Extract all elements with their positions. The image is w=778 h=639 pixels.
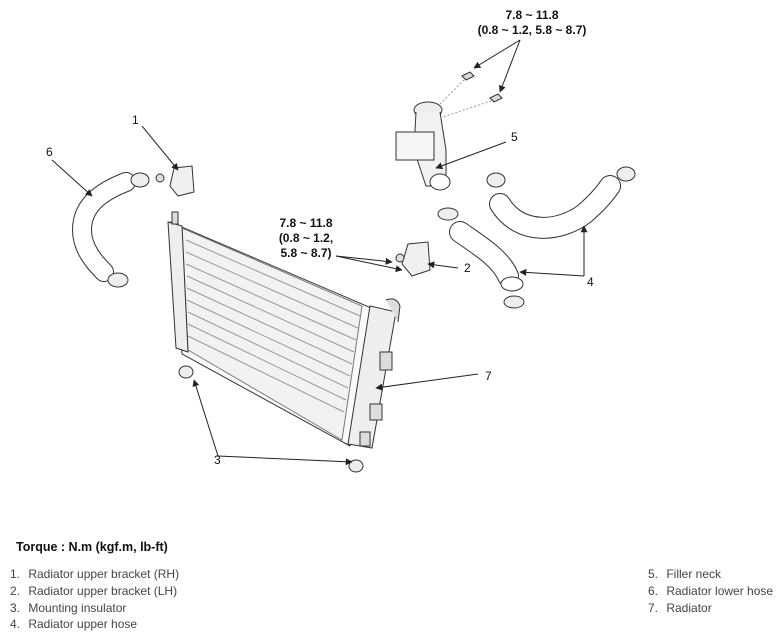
legend-number: 1. [10, 567, 21, 581]
torque-value-alt-units: (0.8 ~ 1.2, [278, 231, 334, 245]
radiator-assembly-drawing [51, 39, 636, 473]
torque-value: 7.8 ~ 11.8 [505, 8, 559, 22]
callout-3: 3 [214, 453, 221, 467]
radiator-lower-hose [71, 172, 150, 288]
radiator-upper-bracket-lh [395, 241, 431, 277]
callout-6: 6 [46, 145, 53, 159]
legend-number: 6. [648, 583, 659, 598]
callout-5: 5 [511, 130, 518, 144]
radiator-upper-bracket-rh [155, 165, 195, 197]
radiator-upper-hose [437, 166, 636, 309]
callout-2: 2 [464, 261, 471, 275]
legend-label: Mounting insulator [28, 600, 127, 615]
parts-legend-left: 1. Radiator upper bracket (RH) 2. Radiat… [10, 566, 179, 633]
parts-legend-right: 5. Filler neck 6. Radiator lower hose 7.… [648, 566, 773, 616]
legend-item: 6. Radiator lower hose [648, 583, 773, 600]
legend-number: 3. [10, 600, 21, 615]
legend-item: 5. Filler neck [648, 566, 773, 583]
legend-label: Radiator upper bracket (RH) [28, 567, 180, 581]
legend-item: 3. Mounting insulator [10, 600, 179, 617]
legend-number: 4. [10, 617, 21, 632]
legend-item: 7. Radiator [648, 600, 773, 617]
legend-label: Filler neck [666, 567, 722, 581]
legend-number: 5. [648, 567, 659, 581]
callout-1: 1 [132, 113, 139, 127]
callout-7: 7 [485, 369, 492, 383]
torque-units-header: Torque : N.m (kgf.m, lb-ft) [16, 540, 168, 554]
torque-value-alt-units: (0.8 ~ 1.2, 5.8 ~ 8.7) [477, 23, 587, 37]
legend-label: Radiator upper hose [28, 617, 138, 632]
legend-item: 1. Radiator upper bracket (RH) [10, 566, 179, 583]
legend-label: Radiator [666, 600, 712, 615]
radiator [167, 211, 401, 449]
torque-label-filler-neck: 7.8 ~ 11.8 (0.8 ~ 1.2, 5.8 ~ 8.7) [470, 8, 594, 38]
legend-item: 2. Radiator upper bracket (LH) [10, 583, 179, 600]
legend-item: 4. Radiator upper hose [10, 616, 179, 633]
legend-number: 7. [648, 600, 659, 615]
torque-label-bracket: 7.8 ~ 11.8 (0.8 ~ 1.2, 5.8 ~ 8.7) [266, 216, 346, 261]
legend-label: Radiator lower hose [666, 583, 774, 598]
torque-value-alt-units: 5.8 ~ 8.7) [280, 246, 332, 260]
filler-neck [395, 101, 451, 191]
legend-number: 2. [10, 583, 21, 598]
torque-value: 7.8 ~ 11.8 [279, 216, 333, 230]
filler-neck-bolts [439, 71, 503, 119]
legend-label: Radiator upper bracket (LH) [28, 583, 178, 598]
leader-lines [51, 39, 588, 466]
callout-4: 4 [587, 275, 594, 289]
